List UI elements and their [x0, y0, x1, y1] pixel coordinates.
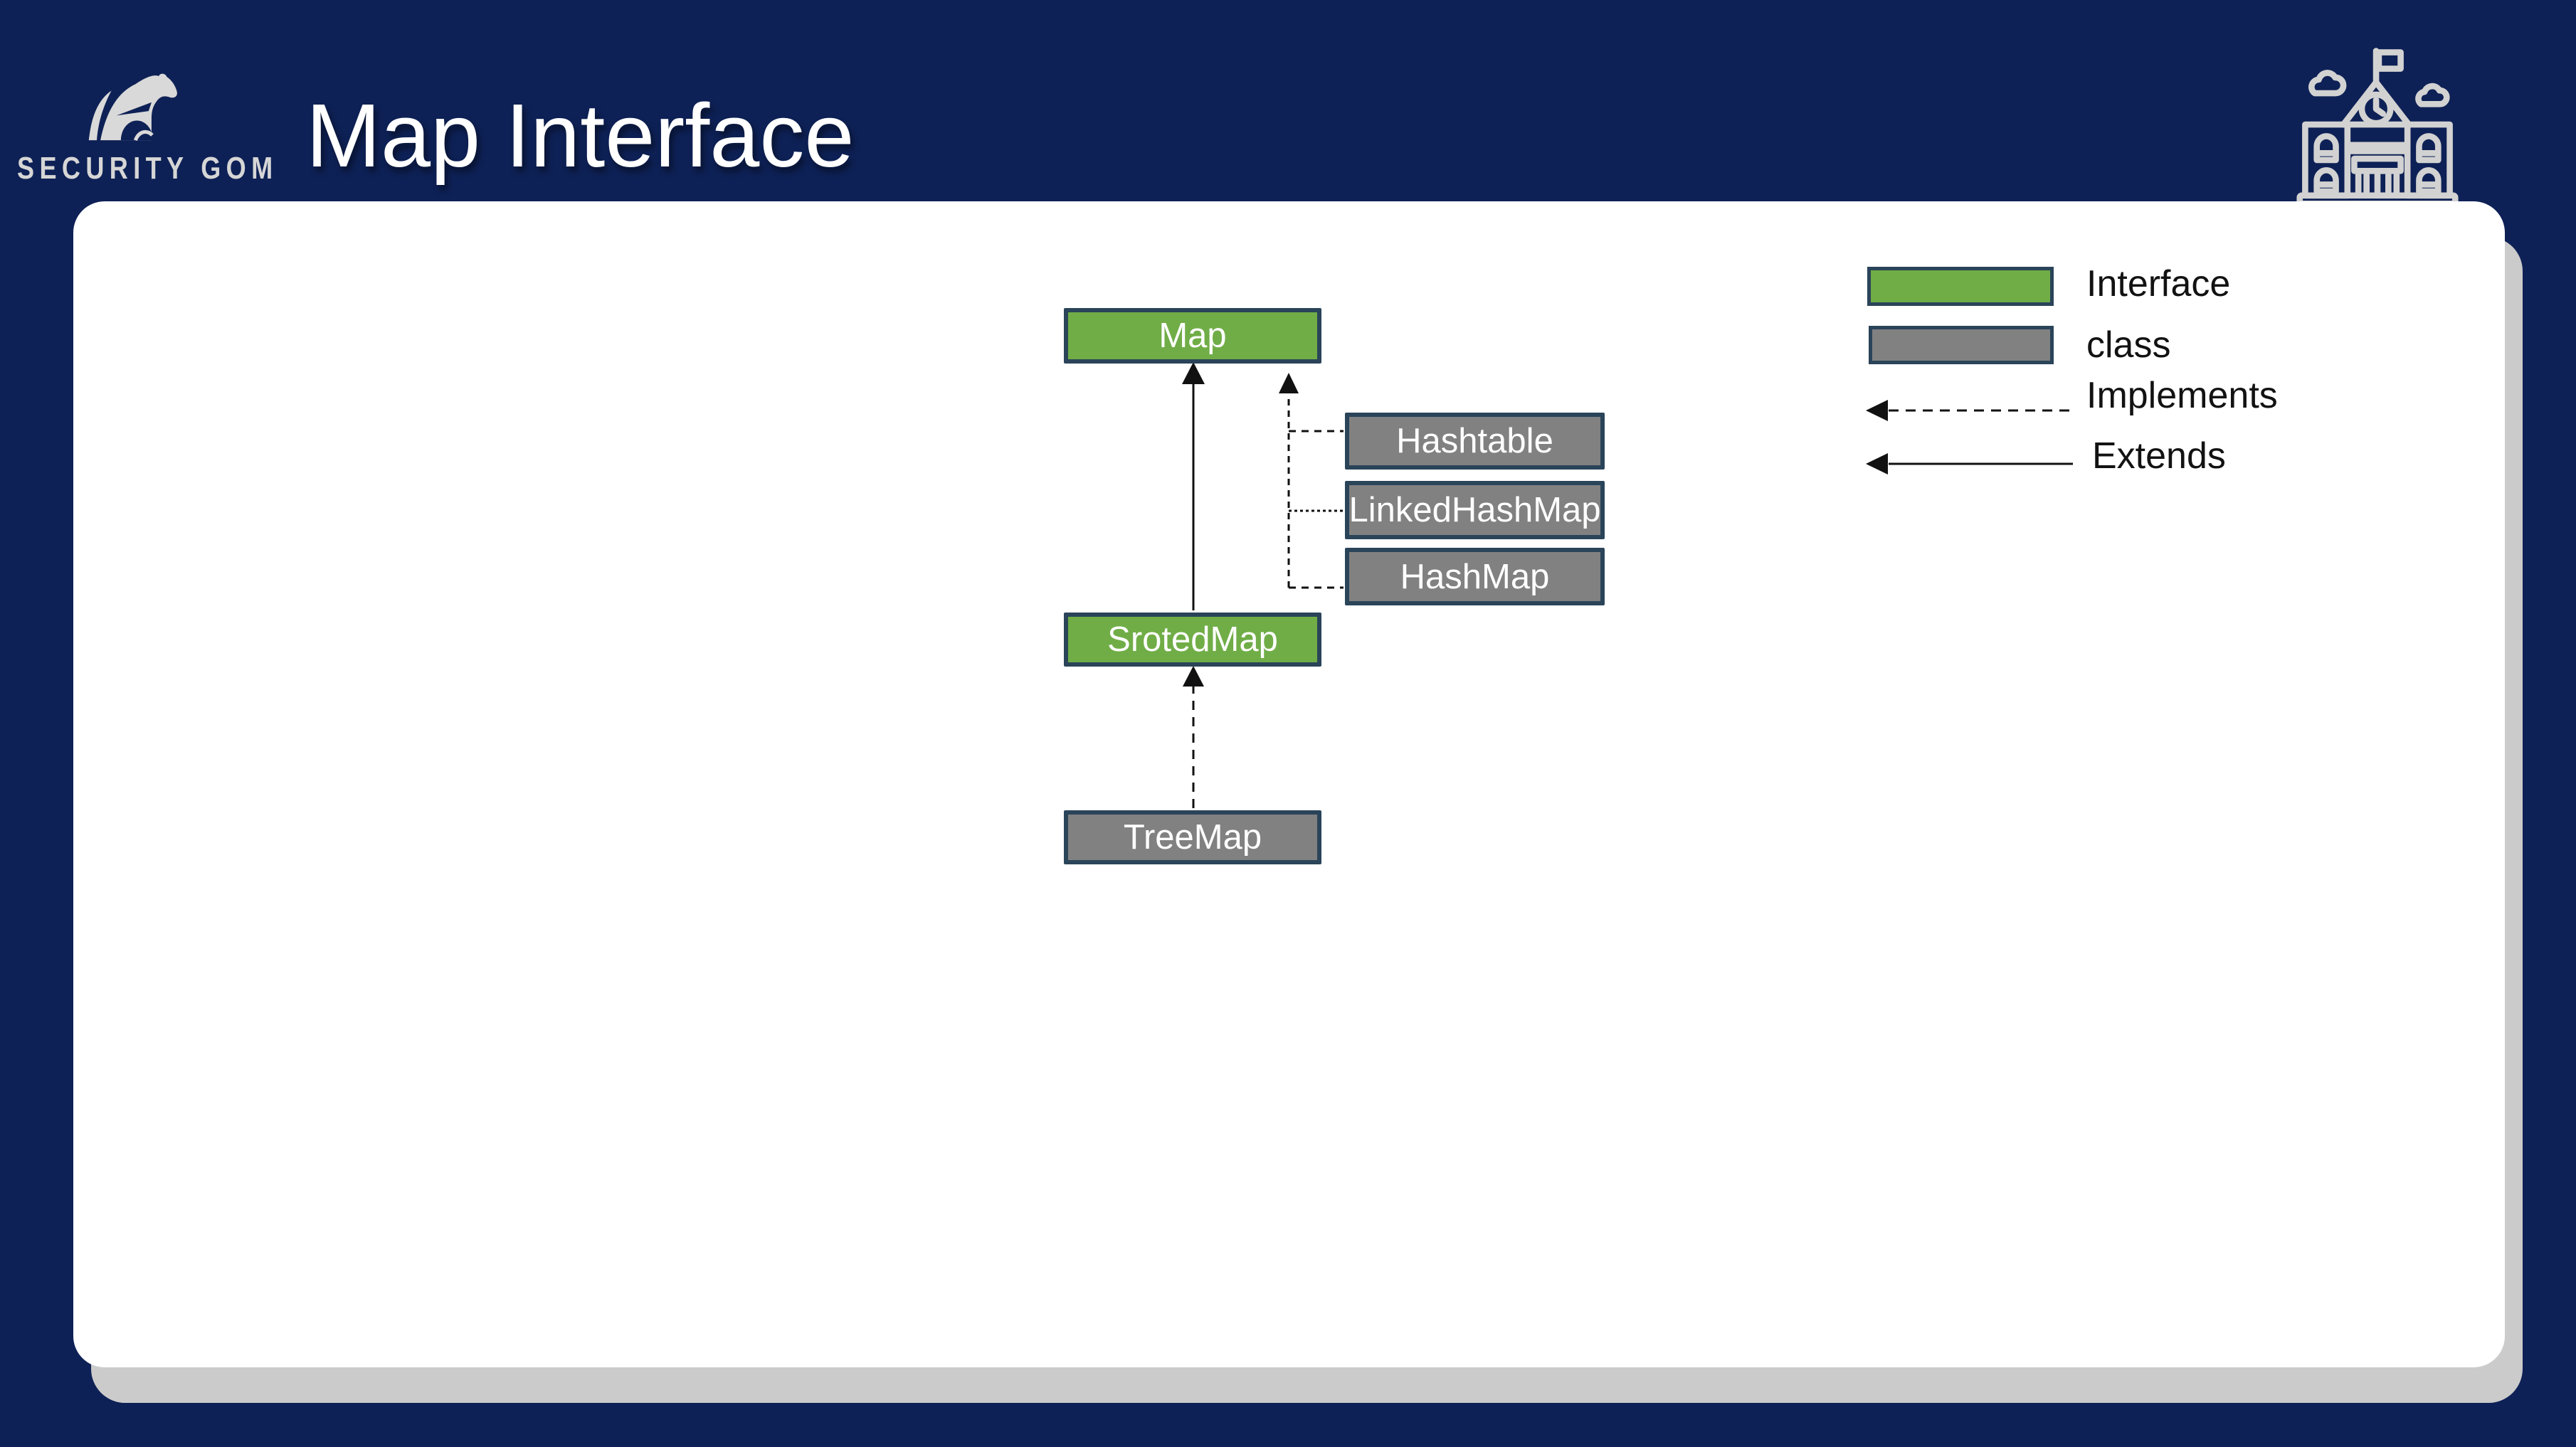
diagram-node-hashtable: Hashtable — [1345, 413, 1605, 470]
logo-text: SECURITY GOM — [17, 151, 278, 186]
school-building-icon — [2296, 48, 2459, 207]
diagram-node-hashmap: HashMap — [1345, 548, 1605, 605]
legend-label-extends: Extends — [2092, 435, 2226, 477]
diagram-node-linkedhashmap: LinkedHashMap — [1345, 481, 1605, 539]
node-label: HashMap — [1400, 557, 1550, 596]
node-label: Hashtable — [1396, 422, 1553, 460]
legend-label-implements: Implements — [2086, 375, 2278, 416]
node-label: Map — [1158, 317, 1227, 355]
cloud-icon — [2308, 70, 2347, 97]
polar-bear-logo-icon — [88, 73, 177, 142]
diagram-node-srotedmap: SrotedMap — [1064, 613, 1321, 667]
node-label: SrotedMap — [1107, 620, 1278, 659]
diagram-node-map: Map — [1064, 308, 1321, 364]
legend-swatch-interface — [1867, 267, 2054, 306]
legend-label-class: class — [2086, 324, 2171, 366]
node-label: TreeMap — [1123, 818, 1262, 857]
legend-label-interface: Interface — [2086, 263, 2231, 304]
diagram-node-treemap: TreeMap — [1064, 810, 1321, 864]
legend-swatch-class — [1869, 326, 2054, 364]
cloud-icon — [2415, 83, 2450, 107]
page-title: Map Interface — [306, 85, 855, 186]
node-label: LinkedHashMap — [1348, 491, 1601, 529]
